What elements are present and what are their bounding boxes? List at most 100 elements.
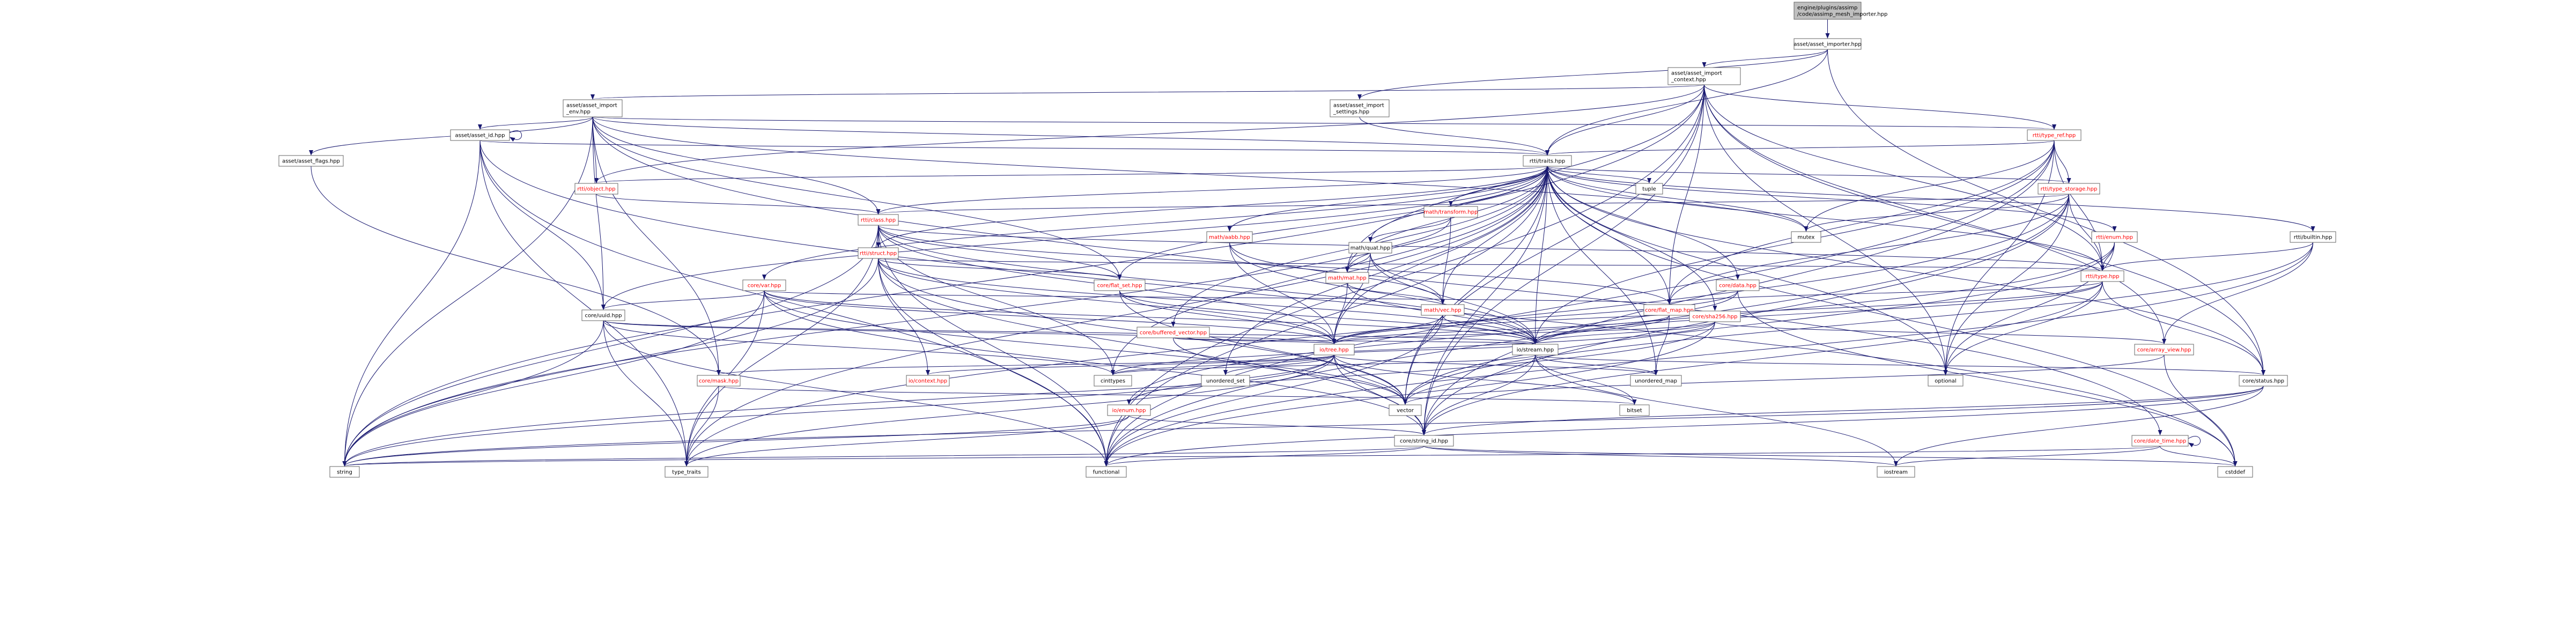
include-node-io-stream[interactable]: io/stream.hpp	[1512, 344, 1559, 356]
dependency-edge-rtti_traits-to-string	[342, 166, 1548, 467]
include-node-unordered-set[interactable]: unordered_set	[1201, 375, 1250, 387]
node-box	[665, 466, 708, 478]
include-node-core-buffered-vector[interactable]: core/buffered_vector.hpp	[1136, 327, 1210, 338]
dependency-edge-asset_import_context-to-optional	[1704, 84, 1948, 375]
include-node-rtti-builtin[interactable]: rtti/builtin.hpp	[2290, 231, 2336, 243]
dependency-edge-core_sha256-to-io_tree	[1332, 321, 1715, 344]
include-node-cstddef[interactable]: cstddef	[2217, 466, 2253, 478]
include-node-tuple[interactable]: tuple	[1635, 183, 1663, 195]
dependency-edge-core_date_time-to-core_date_time	[2188, 436, 2201, 448]
include-node-core-status[interactable]: core/status.hpp	[2239, 375, 2288, 387]
dependency-edge-core_status-to-functional	[1104, 386, 2264, 467]
include-node-optional[interactable]: optional	[1928, 375, 1964, 387]
node-label: core/flat_map.hpp	[1645, 308, 1694, 314]
include-node-asset-import-env[interactable]: asset/asset_import_env.hpp	[563, 99, 623, 117]
dependency-edge-math_transform-to-math_vec	[1441, 217, 1451, 305]
include-node-io-context[interactable]: io/context.hpp	[906, 375, 950, 387]
node-label: asset/asset_import	[1333, 103, 1384, 109]
node-label: unordered_map	[1635, 379, 1677, 384]
include-node-vector[interactable]: vector	[1389, 404, 1422, 416]
include-node-iostream[interactable]: iostream	[1877, 466, 1915, 478]
include-node-rtti-object[interactable]: rtti/object.hpp	[574, 183, 618, 195]
dependency-edge-rtti_type-to-core_flat_map	[1667, 281, 2103, 305]
include-node-io-enum[interactable]: io/enum.hpp	[1107, 404, 1151, 416]
dependency-edge-rtti_type_ref-to-core_flat_map	[1667, 140, 2055, 305]
node-label: math/aabb.hpp	[1209, 235, 1250, 241]
include-node-core-date-time[interactable]: core/date_time.hpp	[2131, 435, 2189, 447]
include-node-math-mat[interactable]: math/mat.hpp	[1325, 272, 1369, 284]
include-node-rtti-struct[interactable]: rtti/struct.hpp	[858, 247, 899, 259]
dependency-edge-rtti_struct-to-functional	[878, 258, 1109, 467]
node-box	[858, 247, 899, 259]
dependency-edge-rtti_type_storage-to-optional	[1943, 194, 2069, 375]
dependency-edge-asset_import_context-to-string	[342, 84, 1704, 467]
include-node-asset-id[interactable]: asset/asset_id.hpp	[450, 129, 510, 141]
include-node-core-array-view[interactable]: core/array_view.hpp	[2134, 344, 2194, 356]
dependency-edge-io_stream-to-vector	[1403, 354, 1536, 405]
include-node-math-quat[interactable]: math/quat.hpp	[1348, 242, 1392, 254]
include-node-core-uuid[interactable]: core/uuid.hpp	[581, 309, 625, 321]
dependency-edge-rtti_class-to-cinttypes	[878, 225, 1115, 375]
include-node-math-transform[interactable]: math/transform.hpp	[1423, 206, 1478, 218]
dependency-edge-asset_flags-to-core_mask	[311, 166, 721, 375]
include-node-math-aabb[interactable]: math/aabb.hpp	[1206, 231, 1253, 243]
dependency-edge-io_stream-to-unordered_map	[1535, 354, 1658, 375]
include-node-core-data[interactable]: core/data.hpp	[1716, 279, 1760, 291]
dependency-edge-core_uuid-to-string	[342, 320, 604, 467]
node-box	[1086, 466, 1127, 478]
dependency-edge-io_stream-to-core_string_id	[1422, 354, 1536, 435]
dependency-edge-core_sha256-to-core_array_view	[1715, 321, 2166, 344]
include-node-io-tree[interactable]: io/tree.hpp	[1313, 344, 1355, 356]
include-node-core-flat-map[interactable]: core/flat_map.hpp	[1643, 304, 1695, 316]
dependency-edge-core_var-to-vector	[764, 290, 1407, 405]
include-node-rtti-class[interactable]: rtti/class.hpp	[858, 214, 899, 226]
include-node-unordered-map[interactable]: unordered_map	[1630, 375, 1682, 387]
node-box	[1791, 231, 1821, 243]
include-node-asset-flags[interactable]: asset/asset_flags.hpp	[278, 155, 344, 167]
include-node-core-var[interactable]: core/var.hpp	[742, 279, 786, 291]
node-box	[858, 214, 899, 226]
node-label: bitset	[1627, 408, 1642, 414]
dependency-edge-rtti_builtin-to-core_array_view	[2162, 242, 2313, 344]
include-node-rtti-type-ref[interactable]: rtti/type_ref.hpp	[2027, 129, 2082, 141]
node-label: iostream	[1884, 470, 1908, 476]
dependency-edge-core_sha256-to-io_stream	[1533, 321, 1715, 344]
include-node-cinttypes[interactable]: cinttypes	[1094, 375, 1132, 387]
dependency-edge-core_data-to-cstddef	[1737, 290, 2238, 467]
dependency-edge-math_aabb-to-io_stream	[1229, 242, 1538, 344]
dependency-edge-core_status-to-iostream	[1894, 386, 2264, 467]
include-node-core-mask[interactable]: core/mask.hpp	[697, 375, 741, 387]
dependency-edge-rtti_struct-to-io_stream	[878, 258, 1538, 344]
include-node-functional[interactable]: functional	[1086, 466, 1127, 478]
include-node-core-sha256[interactable]: core/sha256.hpp	[1689, 310, 1741, 322]
dependency-edge-rtti_traits-to-unordered_map	[1547, 166, 1658, 375]
include-node-mutex[interactable]: mutex	[1791, 231, 1821, 243]
include-node-core-flat-set[interactable]: core/flat_set.hpp	[1094, 279, 1146, 291]
dependency-edge-rtti_traits-to-core_string_id	[1422, 166, 1548, 435]
include-node-rtti-type[interactable]: rtti/type.hpp	[2080, 270, 2124, 282]
dependency-edge-rtti_type_ref-to-rtti_type_storage	[2054, 140, 2071, 183]
include-node-math-vec[interactable]: math/vec.hpp	[1421, 304, 1465, 316]
include-node-core-string-id[interactable]: core/string_id.hpp	[1394, 435, 1454, 447]
include-node-type-traits[interactable]: type_traits	[665, 466, 708, 478]
dependency-edge-core_var-to-io_stream	[764, 290, 1538, 344]
include-node-bitset[interactable]: bitset	[1619, 404, 1650, 416]
dependency-edge-core_string_id-to-string	[343, 446, 1424, 467]
node-label: unordered_set	[1206, 379, 1245, 384]
dependency-edge-rtti_traits-to-core_var	[762, 166, 1548, 280]
dependency-edge-rtti_traits-to-rtti_class	[876, 166, 1548, 214]
node-label: mutex	[1798, 235, 1815, 241]
include-node-rtti-enum[interactable]: rtti/enum.hpp	[2091, 231, 2138, 243]
include-node-string[interactable]: string	[329, 466, 360, 478]
node-label: cstddef	[2225, 470, 2245, 476]
include-node-rtti-type-storage[interactable]: rtti/type_storage.hpp	[2038, 183, 2100, 195]
dependency-edge-rtti_traits-to-rtti_type_storage	[1547, 166, 2071, 183]
include-node-asset-import-context[interactable]: asset/asset_import_context.hpp	[1667, 67, 1741, 85]
dependency-edge-rtti_traits-to-math_transform	[1449, 166, 1548, 206]
node-box	[2027, 129, 2082, 141]
dependency-edge-rtti_traits-to-tuple	[1547, 166, 1651, 183]
include-node-asset-import-settings[interactable]: asset/asset_import_settings.hpp	[1330, 99, 1390, 117]
dependency-edge-rtti_traits-to-io_tree	[1332, 166, 1548, 344]
include-node-asset-importer[interactable]: asset/asset_importer.hpp	[1793, 38, 1862, 50]
include-node-rtti-traits[interactable]: rtti/traits.hpp	[1523, 155, 1572, 167]
